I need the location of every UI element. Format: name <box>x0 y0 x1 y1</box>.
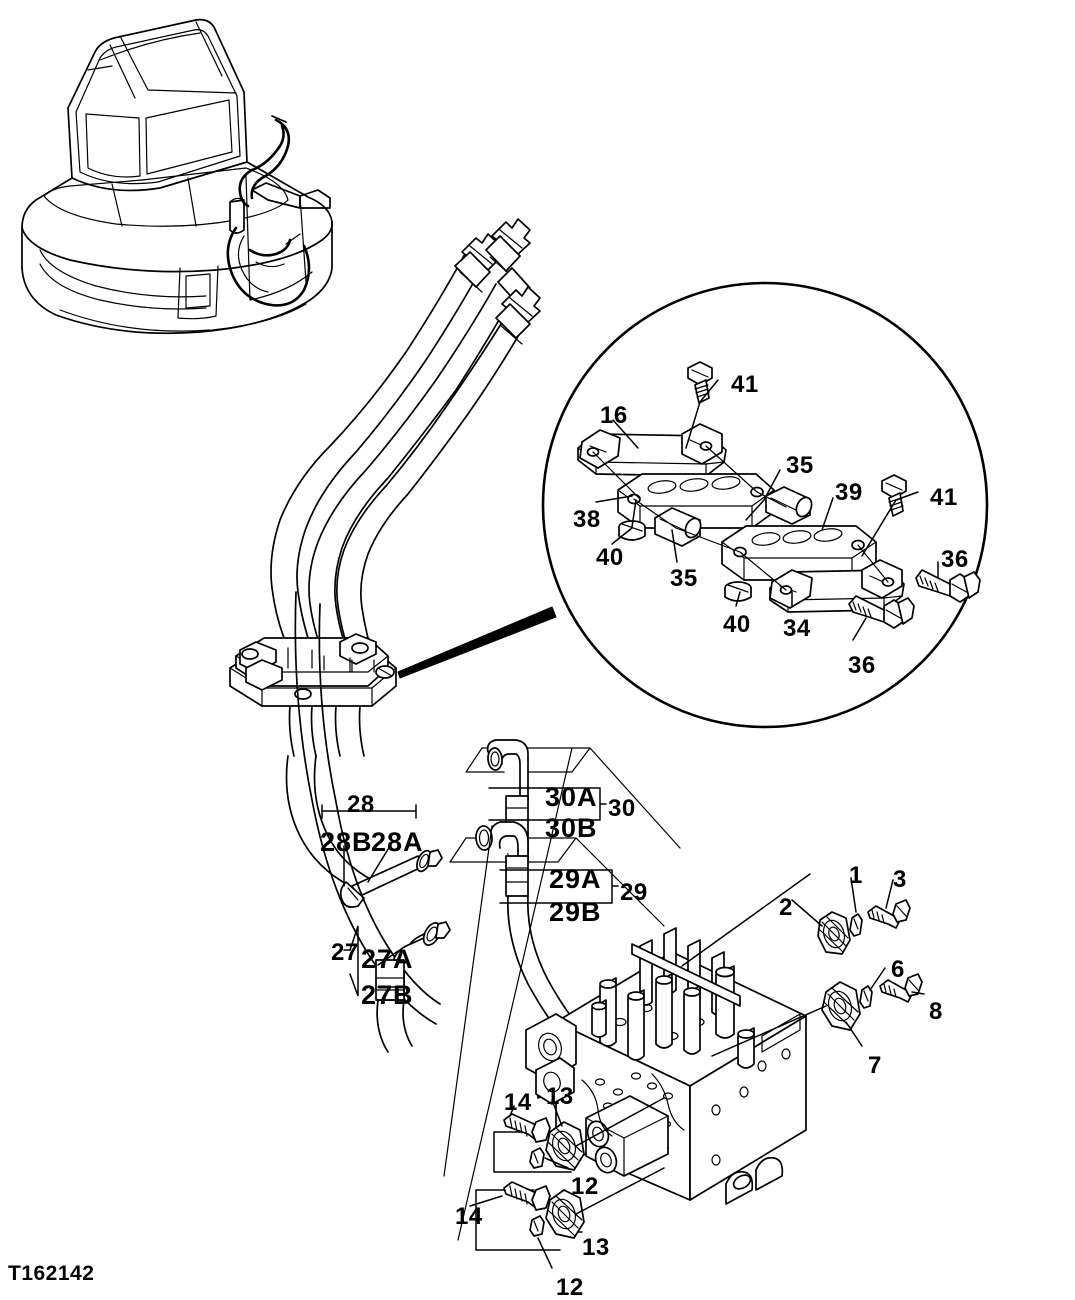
part-35-spacer-right <box>765 486 813 525</box>
callout-28a: 28A <box>371 827 424 857</box>
callout-30: 30 <box>608 795 636 822</box>
part-40-grommet-right <box>724 581 752 602</box>
callout-30b: 30B <box>545 813 598 843</box>
fastener-group-1314-upper <box>493 1097 665 1173</box>
callout-27: 27 <box>331 939 359 966</box>
callout-1: 1 <box>849 862 863 889</box>
callout-14-lower: 14 <box>455 1203 483 1230</box>
callout-14-upper: 14 <box>504 1089 532 1116</box>
callout-6: 6 <box>891 956 905 983</box>
callout-3: 3 <box>893 866 907 893</box>
detail-circle <box>541 281 989 729</box>
callout-13-upper: 13 <box>546 1083 574 1110</box>
guide-line-3 <box>589 747 681 849</box>
figure-id: T162142 <box>8 1262 95 1285</box>
callout-40-right: 40 <box>723 611 751 638</box>
callout-12-lower: 12 <box>556 1274 584 1300</box>
callout-28: 28 <box>347 791 375 818</box>
callout-2: 2 <box>779 894 793 921</box>
hose-27 <box>294 591 451 1053</box>
callout-29: 29 <box>620 879 648 906</box>
callout-28b: 28B <box>320 827 373 857</box>
callout-27b: 27B <box>361 980 414 1010</box>
callout-30a: 30A <box>545 782 598 812</box>
guide-line-4 <box>575 837 665 927</box>
part-36-capscrew-right <box>915 569 981 603</box>
callout-13-lower: 13 <box>582 1234 610 1261</box>
part-35-spacer-left <box>654 507 702 547</box>
callout-38: 38 <box>573 506 601 533</box>
callout-29b: 29B <box>549 897 602 927</box>
clamp-assembly-main <box>229 633 397 757</box>
machine-body-illustration <box>21 18 333 335</box>
callout-35-left: 35 <box>670 565 698 592</box>
guide-line-1 <box>443 825 493 1177</box>
callout-29a: 29A <box>549 864 602 894</box>
callout-41-lower: 41 <box>930 484 958 511</box>
callout-7: 7 <box>868 1052 882 1079</box>
part-34-bracket <box>769 559 905 613</box>
hose-fitting-c <box>495 286 541 345</box>
hose-fitting-b <box>485 218 531 303</box>
fastener-group-123 <box>681 873 911 967</box>
callout-40-left: 40 <box>596 544 624 571</box>
fastener-group-1314-lower <box>469 1167 665 1269</box>
label-brackets <box>321 787 619 997</box>
callout-36-lower: 36 <box>848 652 876 679</box>
hose-fitting-a <box>454 233 501 293</box>
callout-16: 16 <box>600 402 628 429</box>
guide-line-2 <box>457 747 573 1241</box>
callout-27a: 27A <box>361 944 414 974</box>
hose-bundle-upper <box>270 218 541 661</box>
callout-39: 39 <box>835 479 863 506</box>
callout-12-upper: 12 <box>571 1173 599 1200</box>
callout-36-right: 36 <box>941 546 969 573</box>
detail-leader-wedge <box>397 606 557 679</box>
hose-28 <box>285 755 443 908</box>
fastener-group-678 <box>711 967 925 1057</box>
callout-41-upper: 41 <box>731 371 759 398</box>
callout-34: 34 <box>783 615 811 642</box>
control-valve-block <box>525 927 807 1205</box>
part-36-capscrew-lower-left <box>848 595 915 629</box>
part-41-screw-upper <box>687 361 713 404</box>
callout-8: 8 <box>929 998 943 1025</box>
valve-spool-towers <box>599 927 741 1061</box>
callout-35-right: 35 <box>786 452 814 479</box>
